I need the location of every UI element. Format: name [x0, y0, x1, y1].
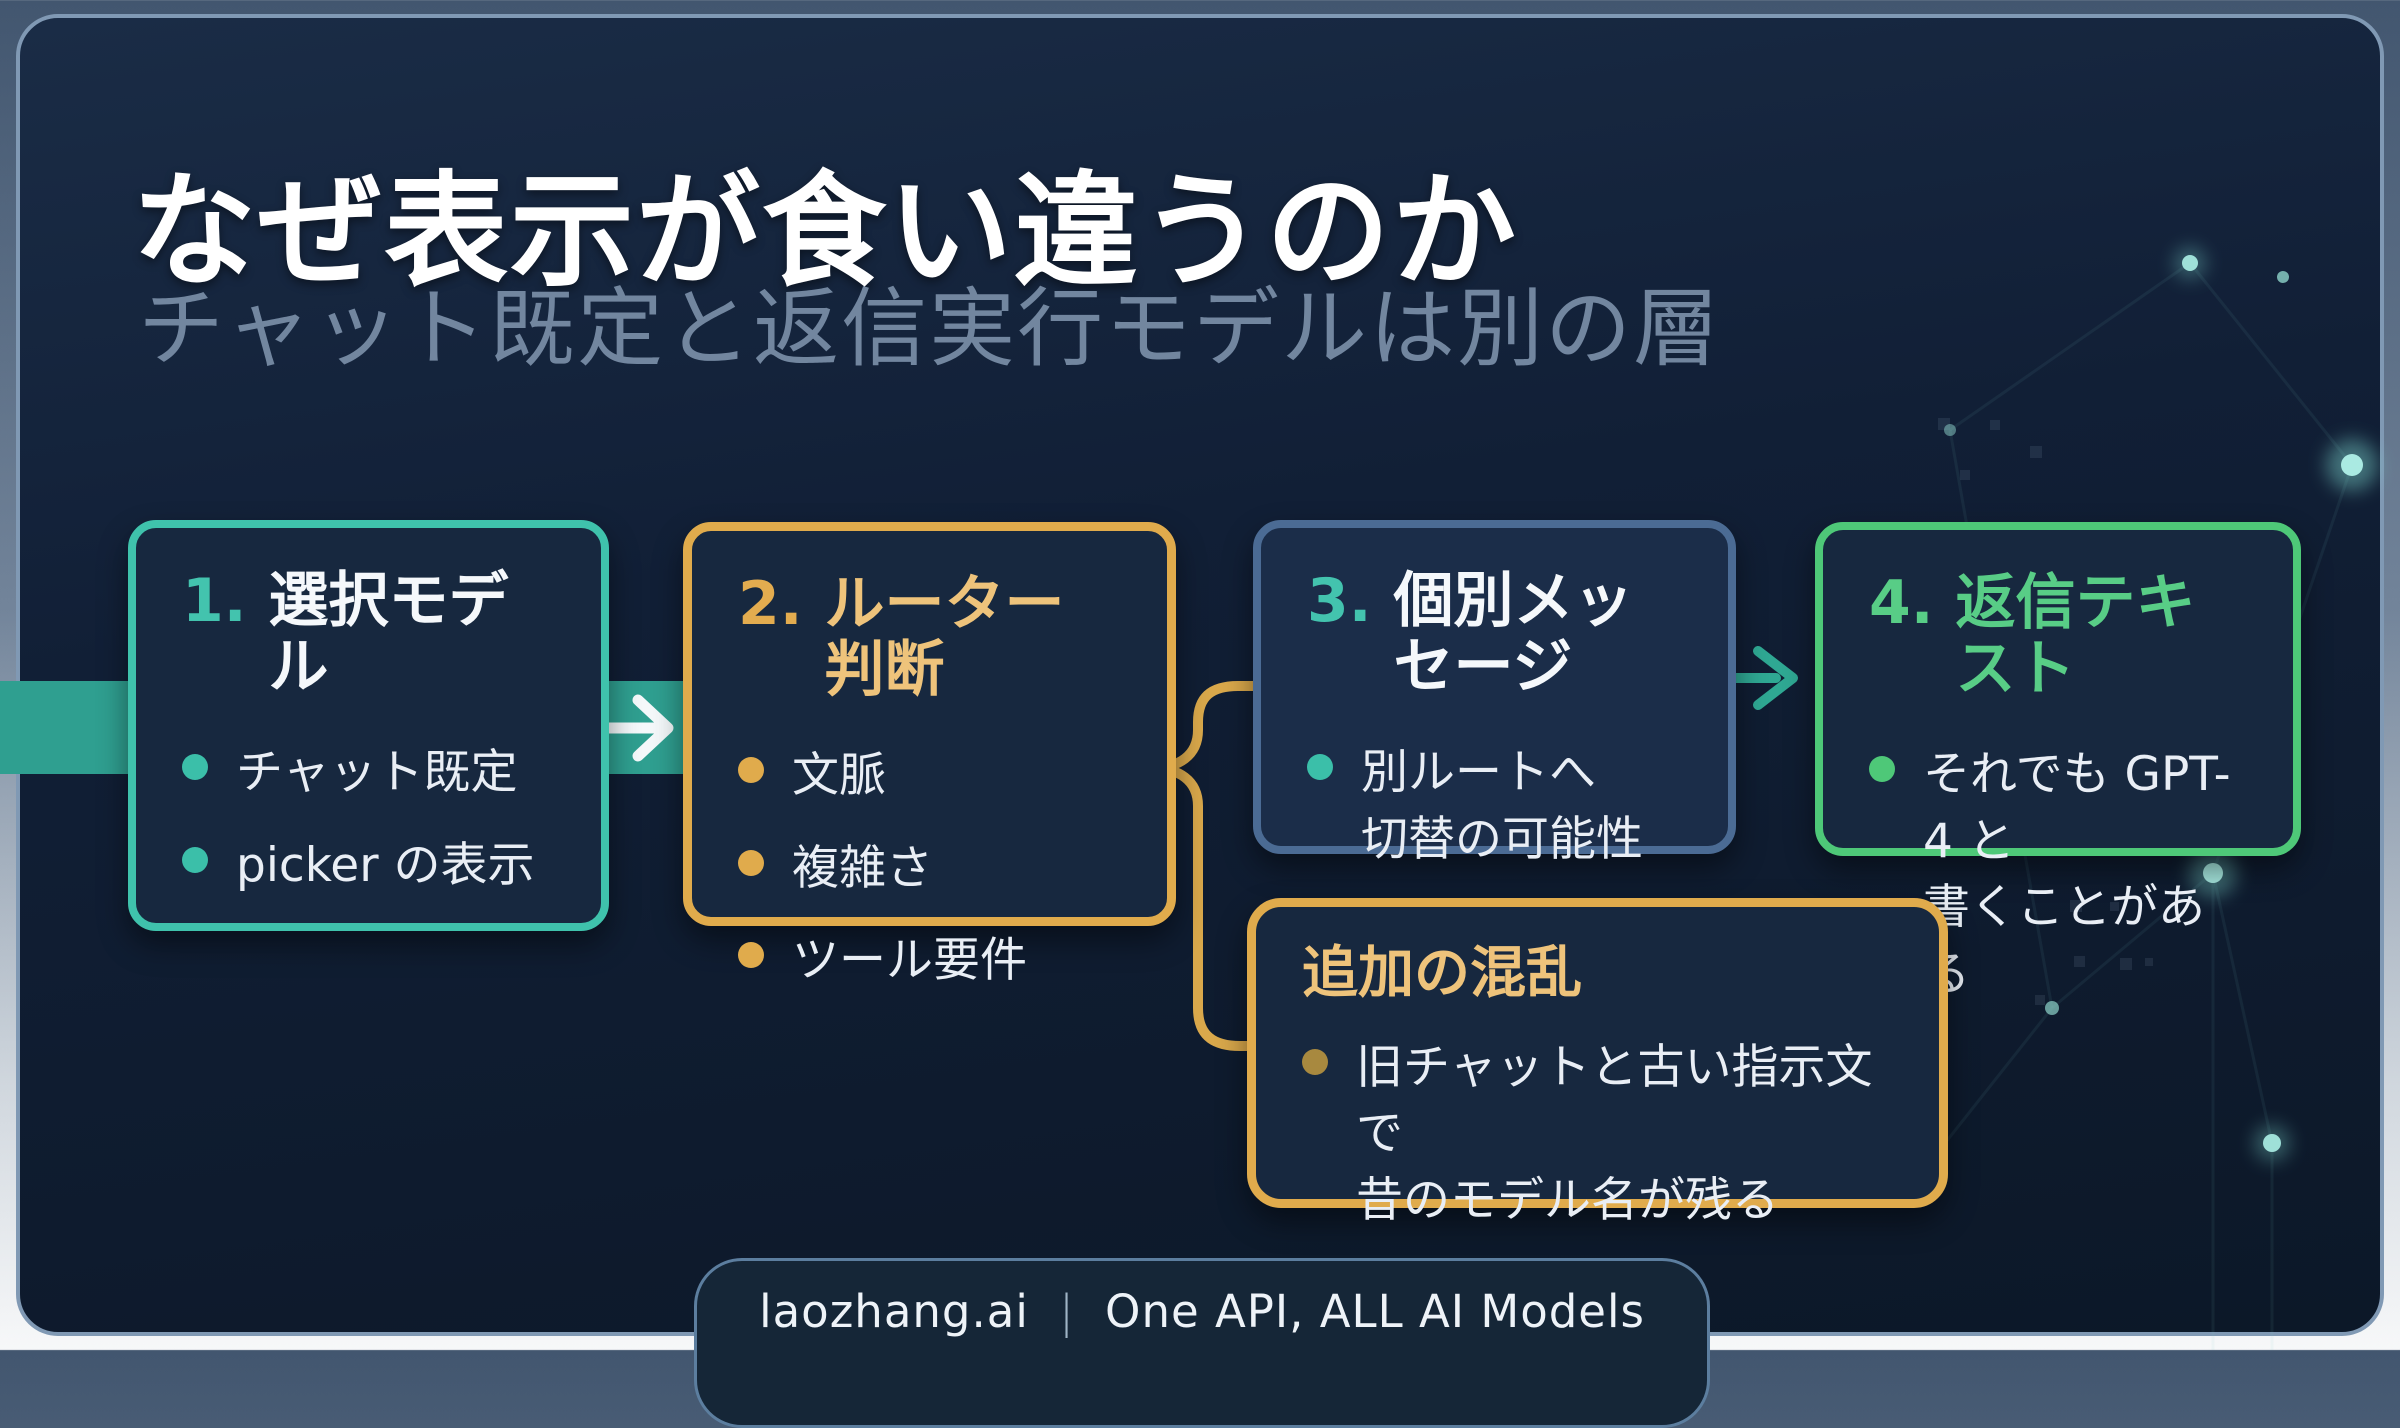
- bullet-dot: [738, 942, 764, 969]
- bullet-dot: [1869, 756, 1895, 782]
- box-heading: 追加の混乱: [1256, 907, 1939, 1005]
- list-item: チャット既定: [182, 740, 557, 807]
- step-box-1: 1. 選択モデル チャット既定 picker の表示: [128, 520, 609, 931]
- bullet-list: チャット既定 picker の表示: [136, 740, 601, 899]
- box-heading: 4. 返信テキスト: [1823, 530, 2293, 702]
- list-item: picker の表示: [182, 833, 557, 900]
- bullet-text: 旧チャットと古い指示文で 昔のモデル名が残る: [1356, 1039, 1873, 1229]
- bullet-dot: [1307, 754, 1333, 780]
- bullet-list: 文脈 複雑さ ツール要件: [692, 743, 1167, 995]
- box-heading: 2. ルーター判断: [692, 531, 1167, 703]
- step-box-4: 4. 返信テキスト それでも GPT-4 と 書くことがある: [1815, 522, 2301, 1002]
- list-item: 別ルートへ 切替の可能性: [1307, 740, 1684, 873]
- bullet-text: 別ルートへ 切替の可能性: [1361, 745, 1643, 867]
- footer-pill: laozhang.ai | One API, ALL AI Models: [694, 1258, 1710, 1428]
- list-item: 複雑さ: [738, 836, 1123, 903]
- page-subtitle: チャット既定と返信実行モデルは別の層: [138, 279, 1722, 379]
- bullet-dot: [738, 849, 764, 876]
- step-number: 1.: [182, 566, 247, 636]
- note-title: 追加の混乱: [1302, 941, 1582, 1006]
- footer-tagline: One API, ALL AI Models: [1105, 1285, 1645, 1338]
- bullet-text: それでも GPT-4 と 書くことがある: [1923, 747, 2231, 1002]
- bullet-dot: [182, 754, 208, 780]
- step-title: ルーター判断: [824, 569, 1065, 705]
- bullet-text: ツール要件: [792, 933, 1027, 989]
- step-box-2: 2. ルーター判断 文脈 複雑さ ツール要件: [683, 522, 1176, 988]
- footer-divider: |: [1058, 1285, 1076, 1338]
- footer-brand: laozhang.ai: [759, 1285, 1029, 1338]
- page-title: なぜ表示が食い違うのか: [132, 160, 1519, 305]
- bullet-text: 複雑さ: [792, 840, 933, 896]
- note-box: 追加の混乱 旧チャットと古い指示文で 昔のモデル名が残る: [1247, 898, 1948, 1228]
- bullet-text: チャット既定: [236, 745, 518, 800]
- bullet-list: 旧チャットと古い指示文で 昔のモデル名が残る: [1256, 1035, 1939, 1235]
- step-number: 4.: [1869, 568, 1934, 638]
- list-item: 文脈: [738, 743, 1123, 810]
- list-item: 旧チャットと古い指示文で 昔のモデル名が残る: [1302, 1035, 1895, 1235]
- step-number: 2.: [738, 569, 803, 639]
- bullet-text: 文脈: [792, 748, 886, 803]
- list-item: ツール要件: [738, 928, 1123, 995]
- box-heading: 1. 選択モデル: [136, 528, 601, 700]
- bullet-dot: [182, 846, 208, 873]
- step-number: 3.: [1307, 566, 1372, 636]
- bullet-list: 別ルートへ 切替の可能性: [1261, 740, 1728, 873]
- step-title: 選択モデル: [268, 566, 509, 702]
- step-title: 返信テキスト: [1955, 568, 2196, 704]
- bullet-text: picker の表示: [236, 837, 535, 893]
- bullet-dot: [1302, 1048, 1328, 1075]
- box-heading: 3. 個別メッセージ: [1261, 528, 1728, 700]
- bullet-dot: [738, 757, 764, 783]
- step-title: 個別メッセージ: [1393, 566, 1634, 702]
- step-box-3: 3. 個別メッセージ 別ルートへ 切替の可能性: [1253, 520, 1736, 867]
